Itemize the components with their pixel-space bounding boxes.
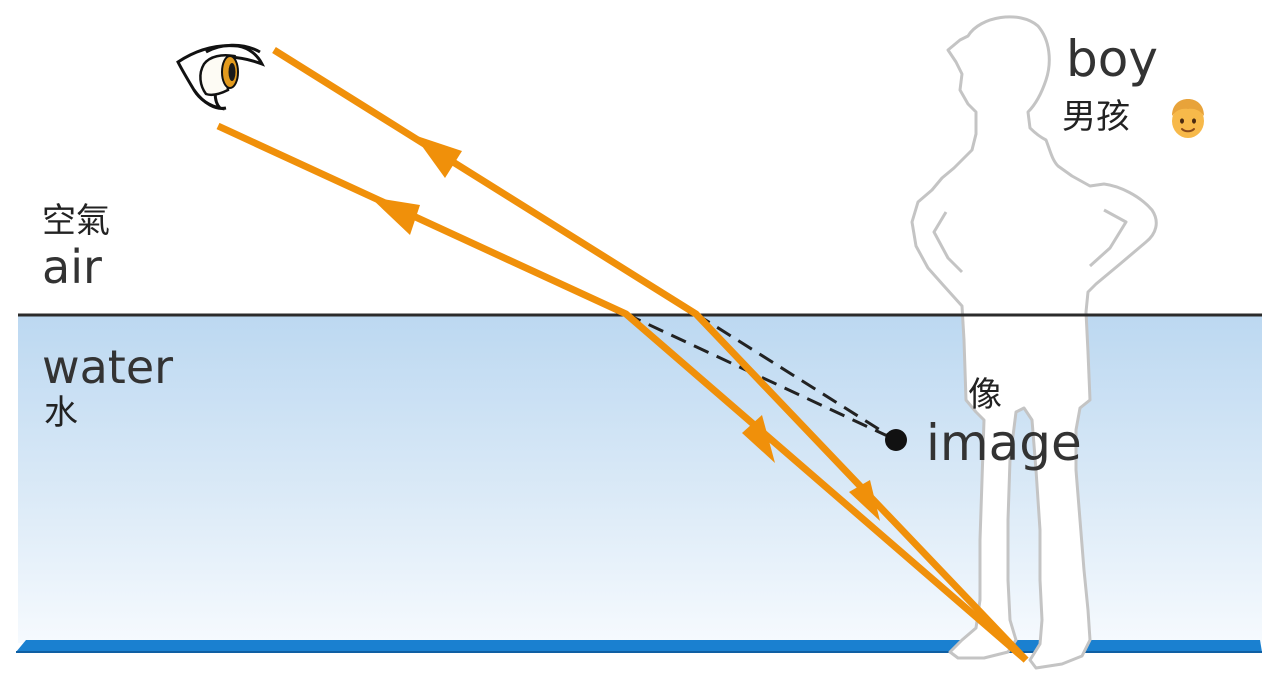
light-rays [216,47,1029,663]
label-air-chinese: 空氣 [42,201,110,241]
label-image-chinese: 像 [968,375,1002,415]
ray-upper [272,47,1029,663]
label-boy-chinese: 男孩 [1062,97,1130,137]
label-image-english: image [926,414,1082,472]
label-water-chinese: 水 [44,393,78,433]
arrow-lower-air [370,197,420,235]
label-air-english: air [42,240,102,294]
arrow-upper-water [849,480,880,521]
eye-icon [176,43,266,111]
ray-lower [216,122,1029,663]
arrow-lower-water [742,415,775,463]
arrow-upper-air [414,135,462,178]
virtual-rays [625,312,897,442]
boy-silhouette [910,15,1158,670]
label-water-english: water [42,340,174,394]
pool-bottom [16,640,1262,652]
label-boy-english: boy [1066,30,1158,88]
image-point [885,429,907,451]
ray-arrows [370,135,880,521]
boy-face-icon [1172,99,1204,138]
